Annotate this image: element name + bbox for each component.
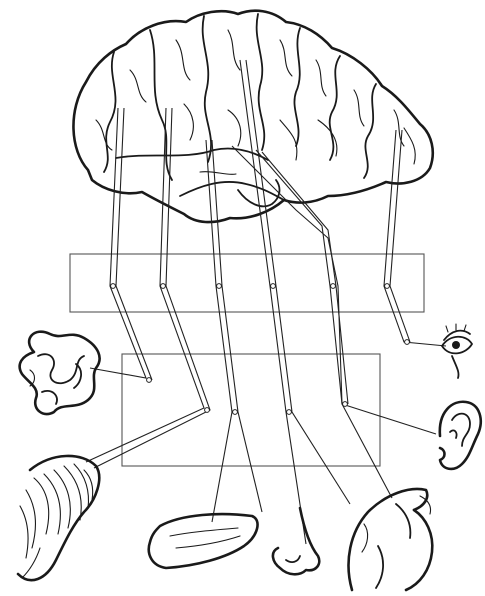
pathway-muscle [86,108,204,462]
pathway-skin [256,150,392,498]
skin-icon [349,489,433,590]
ear-icon [440,402,481,469]
nose-icon [273,508,319,574]
intestine-icon [20,332,100,414]
tongue-icon [149,514,258,568]
pathway-nose [240,60,306,544]
pathways [86,60,446,544]
muscle-icon [18,456,99,580]
eye-icon [442,324,472,378]
